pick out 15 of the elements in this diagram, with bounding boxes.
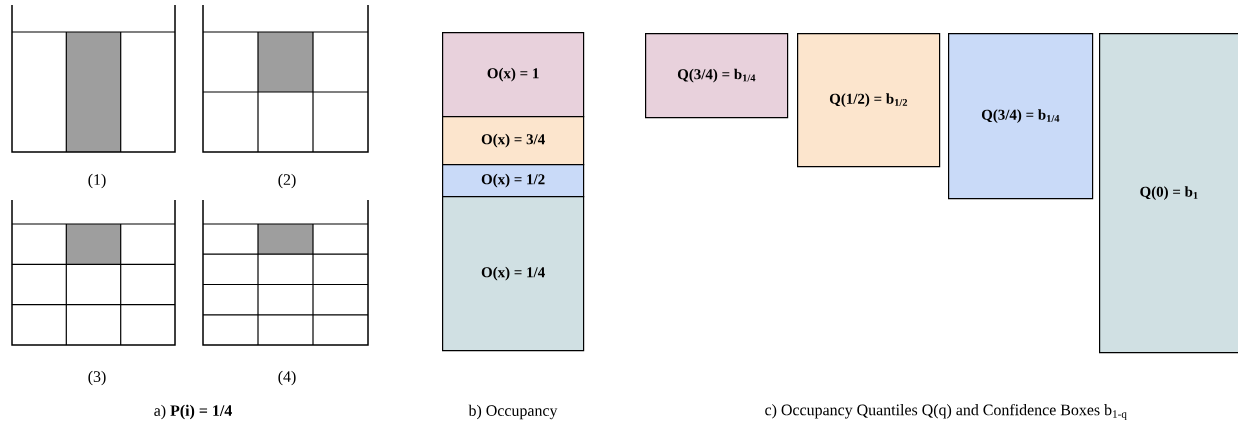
confidence-box: Q(0) = b$_{1}$ [1099, 33, 1238, 354]
panel-caption: c) Occupancy Quantiles Q(q) and Confidence Boxes b$_{1-q}$ [765, 403, 1127, 421]
confidence-box: Q(3/4) = b$_{1/4}$ [948, 33, 1094, 200]
confidence-box: Q(1/2) = b$_{1/2}$ [797, 33, 941, 168]
panel-number: (2) [278, 173, 296, 189]
confidence-box: Q(3/4) = b$_{1/4}$ [645, 33, 789, 119]
panel-number: (1) [88, 173, 106, 189]
panel-number: (4) [278, 370, 296, 386]
panel-number: (3) [88, 370, 106, 386]
occupancy-band: O(x) = 1/2 [442, 164, 585, 198]
occupancy-band: O(x) = 1 [442, 32, 585, 118]
occupancy-band: O(x) = 1/4 [442, 196, 585, 352]
panel-caption: b) Occupancy [468, 404, 558, 420]
panel-caption: a) P(i) = 1/4 [154, 404, 232, 420]
occupancy-band: O(x) = 3/4 [442, 116, 585, 166]
